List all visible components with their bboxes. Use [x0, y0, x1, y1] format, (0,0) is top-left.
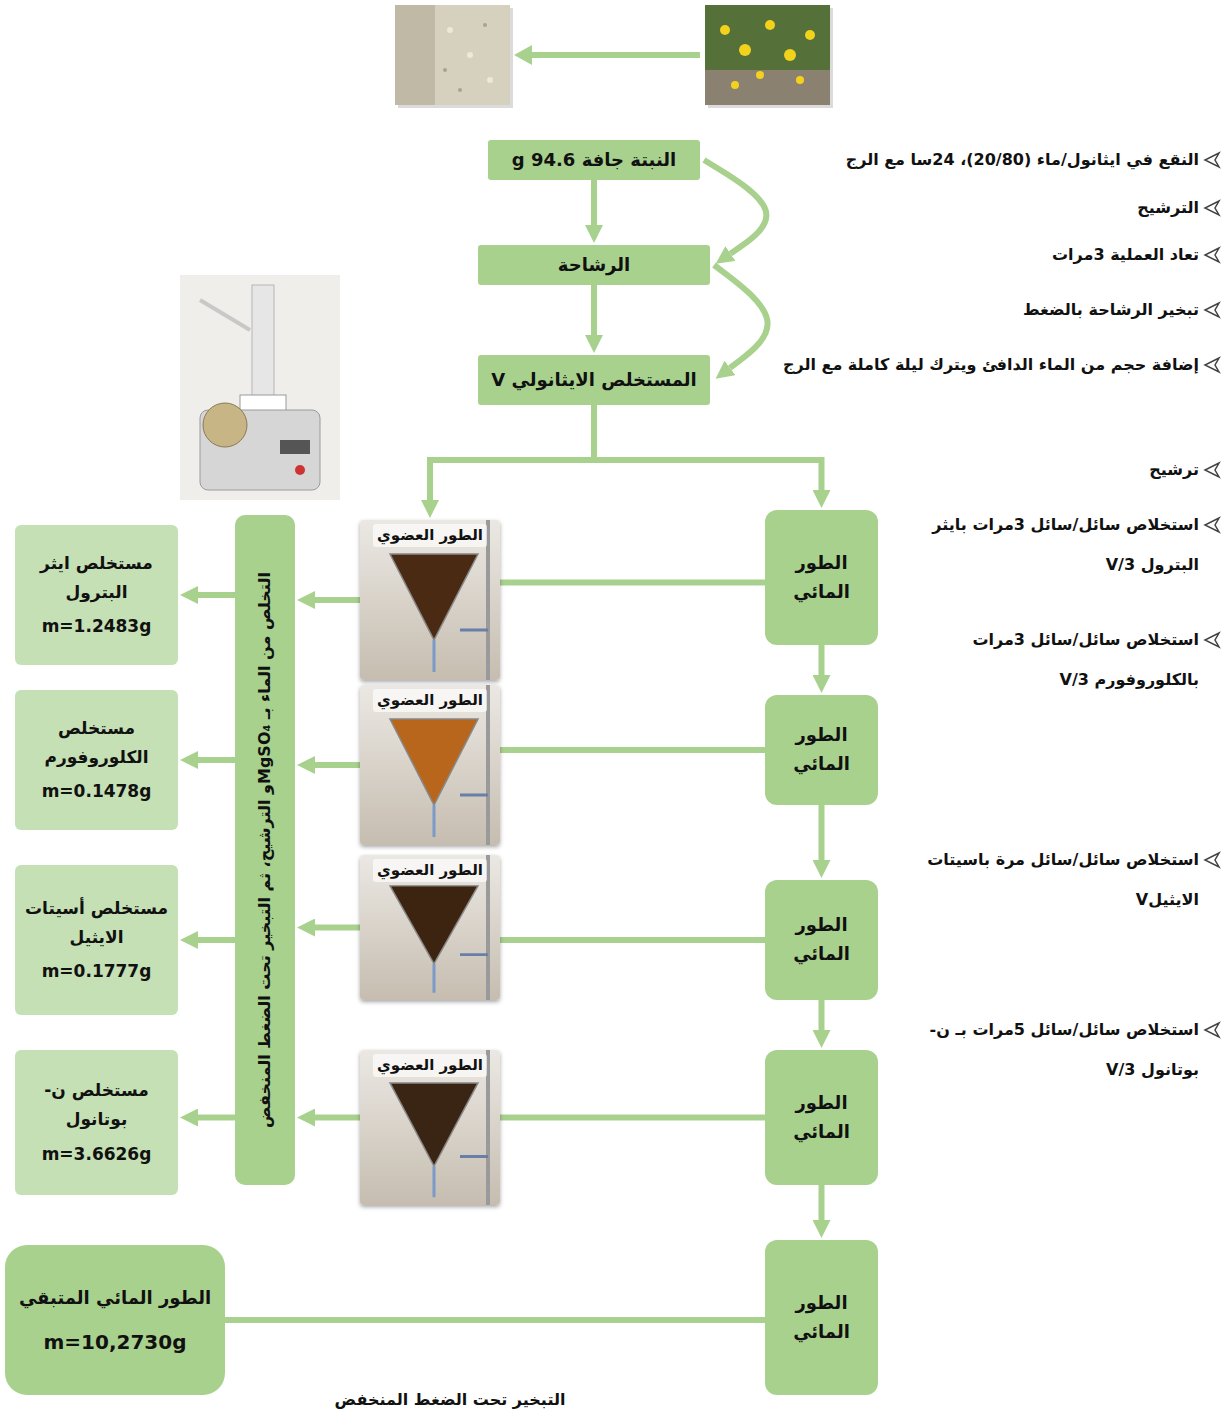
node-text: m=0.1478g	[42, 777, 152, 806]
extract-box: مستخلص ايثر البترول m=1.2483g	[15, 525, 178, 665]
flow-arrow	[198, 1115, 235, 1121]
node-text: مستخلص أسيتات الايثيل	[23, 894, 170, 952]
node-text: الطور المائي	[773, 1089, 870, 1147]
node-text: المستخلص الايثانولي V	[491, 367, 696, 392]
aqueous-phase-box: الطور المائي	[765, 695, 878, 805]
residue-box: الطور المائي المتبقي m=10,2730g	[5, 1245, 225, 1395]
photo-arrow	[514, 45, 700, 65]
aqueous-phase-box: الطور المائي	[765, 510, 878, 645]
flow-arrow	[819, 1185, 825, 1220]
node-text: الطور المائي	[773, 911, 870, 969]
flow-arrow	[315, 925, 360, 931]
node-text: الرشاحة	[558, 252, 630, 277]
node-text: التخلص من الماء بـ MgSO₄و الترشيح، ثم ال…	[254, 527, 276, 1173]
footer-note: التبخير تحت الضغط المنخفض	[290, 1380, 610, 1411]
flow-arrow	[315, 762, 360, 768]
aqueous-phase-box: الطور المائي	[765, 1240, 878, 1395]
flow-arrow	[819, 645, 825, 675]
node-text: مستخلص ن-بوتانول	[23, 1076, 170, 1134]
flow-arrow	[591, 180, 597, 225]
node-text: الطور العضوي	[373, 1054, 487, 1077]
step-note: ترشيح	[779, 450, 1199, 490]
step-note: استخلاص سائل/سائل مرة باسيتات الايثيلV	[899, 840, 1199, 920]
process-box: الرشاحة	[478, 245, 710, 285]
node-text: m=10,2730g	[44, 1327, 187, 1357]
step-note: النقع في ايثانول/ماء (20/80)، 24سا مع ال…	[779, 140, 1199, 180]
step-note: استخلاص سائل/سائل 3مرات بالكلوروفورم V/3	[899, 620, 1199, 700]
flow-arrow	[315, 1115, 360, 1121]
node-text: الطور المائي المتبقي	[19, 1284, 211, 1311]
flow-arrow	[819, 1000, 825, 1030]
node-text: m=3.6626g	[42, 1140, 152, 1169]
extract-box: مستخلص ن-بوتانول m=3.6626g	[15, 1050, 178, 1195]
node-text: m=0.1777g	[42, 957, 152, 986]
step-note: استخلاص سائل/سائل 5مرات بـ ن-بوتانول V/3	[899, 1010, 1199, 1090]
funnel-photo: الطور العضوي	[360, 1050, 500, 1205]
powder-photo	[395, 5, 513, 108]
step-note: إضافة حجم من الماء الدافئ ويترك ليلة كام…	[779, 345, 1199, 385]
step-note: استخلاص سائل/سائل 3مرات بايثر البترول V/…	[899, 505, 1199, 585]
flow-arrow	[500, 747, 765, 753]
flow-arrow	[819, 805, 825, 860]
treatment-band: التخلص من الماء بـ MgSO₄و الترشيح، ثم ال…	[235, 515, 295, 1185]
flow-arrow	[714, 265, 768, 368]
node-text: الطور المائي	[773, 1289, 870, 1347]
flow-arrow	[198, 592, 235, 598]
step-note: الترشيح	[779, 188, 1199, 228]
node-text: m=1.2483g	[42, 612, 152, 641]
flow-arrow	[198, 757, 235, 763]
rotavap-photo	[180, 275, 340, 500]
flow-arrow	[225, 1317, 765, 1323]
flow-arrow	[315, 597, 360, 603]
node-text: الطور العضوي	[373, 689, 487, 712]
node-text: النبتة جافة 94.6 g	[512, 147, 676, 172]
node-text: الطور المائي	[773, 549, 870, 607]
node-text: الطور العضوي	[373, 524, 487, 547]
aqueous-phase-box: الطور المائي	[765, 880, 878, 1000]
node-text: مستخلص ايثر البترول	[23, 549, 170, 607]
funnel-photo: الطور العضوي	[360, 685, 500, 845]
node-text: الطور المائي	[773, 721, 870, 779]
flow-arrow	[198, 937, 235, 943]
step-note: تبخير الرشاحة بالضغط	[779, 290, 1199, 330]
node-text: مستخلص الكلوروفورم	[23, 714, 170, 772]
funnel-photo: الطور العضوي	[360, 520, 500, 680]
flow-arrow	[704, 160, 766, 254]
process-box: النبتة جافة 94.6 g	[488, 140, 700, 180]
flow-arrow	[500, 580, 765, 586]
flow-arrow	[500, 1115, 765, 1121]
process-box: المستخلص الايثانولي V	[478, 355, 710, 405]
aqueous-phase-box: الطور المائي	[765, 1050, 878, 1185]
step-note: تعاد العملية 3مرات	[779, 235, 1199, 275]
flow-arrow	[594, 405, 822, 490]
flow-arrow	[591, 285, 597, 335]
bullet-arrows	[1205, 153, 1219, 1037]
extract-box: مستخلص أسيتات الايثيل m=0.1777g	[15, 865, 178, 1015]
node-text: الطور العضوي	[373, 859, 487, 882]
flow-arrow	[500, 937, 765, 943]
extract-box: مستخلص الكلوروفورم m=0.1478g	[15, 690, 178, 830]
flow-arrow	[430, 405, 594, 500]
plant-photo	[705, 5, 833, 108]
funnel-photo: الطور العضوي	[360, 855, 500, 1000]
